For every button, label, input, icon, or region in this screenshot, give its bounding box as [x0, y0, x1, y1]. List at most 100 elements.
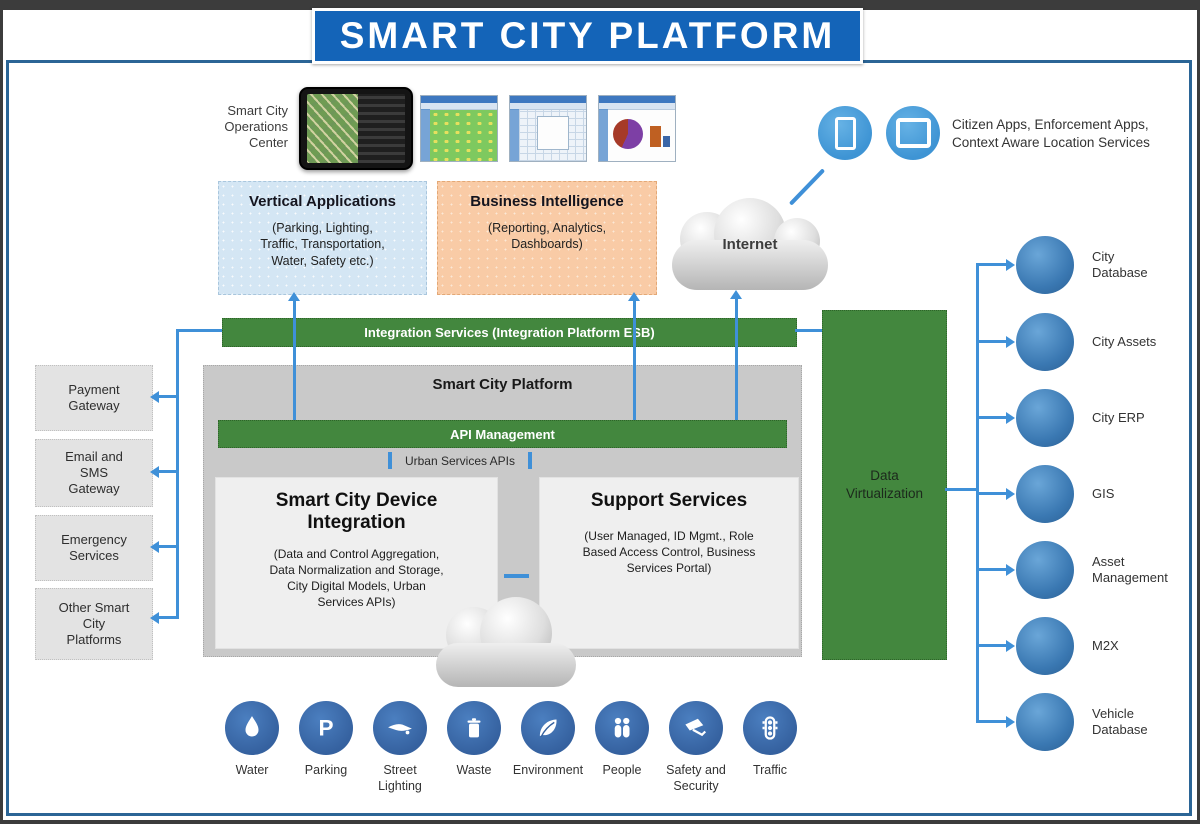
branch-line [158, 470, 179, 473]
dialog-panel [537, 116, 569, 150]
left-trunk-line [176, 329, 179, 619]
left-edge-strip [0, 0, 3, 824]
window-toolbar [421, 103, 497, 110]
internet-cloud: Internet [672, 196, 828, 292]
urban-services-apis-label: Urban Services APIs [404, 454, 516, 468]
bar-chart-graphic [650, 126, 661, 147]
bar-chart-graphic-2 [663, 136, 670, 147]
emergency-services-box: Emergency Services [35, 515, 153, 581]
screenshot-spreadsheet-app [509, 95, 587, 162]
gis-circle [1016, 465, 1074, 523]
cloud-base [436, 643, 576, 687]
arrowhead-left [150, 466, 159, 478]
charts-content [608, 110, 675, 161]
connector-bar-to-left-trunk [178, 329, 222, 332]
parking-label: Parking [304, 763, 348, 777]
traffic-light-icon [743, 701, 797, 755]
platform-cloud [432, 595, 580, 690]
operations-tablet-image [299, 87, 413, 170]
window-toolbar [510, 103, 586, 110]
branch-line [979, 340, 1008, 343]
branch-line [158, 616, 179, 619]
city-database-circle [1016, 236, 1074, 294]
cloud-base [672, 240, 828, 290]
window-sidebar [599, 109, 608, 161]
branch-line [158, 545, 179, 548]
vehicle-database-label: Vehicle Database [1092, 705, 1148, 737]
page-title-text: SMART CITY PLATFORM [339, 15, 836, 56]
branch-line [979, 568, 1008, 571]
support-services-title: Support Services [590, 490, 748, 511]
other-platforms-box: Other Smart City Platforms [35, 588, 153, 660]
window-sidebar [421, 109, 430, 161]
device-integration-body: (Data and Control Aggregation, Data Norm… [269, 546, 444, 610]
connector-business-intelligence [633, 296, 636, 420]
tablet-glyph [895, 118, 931, 148]
right-trunk-line [976, 263, 979, 723]
window-titlebar [510, 96, 586, 103]
city-assets-label: City Assets [1092, 333, 1157, 349]
support-services-body: (User Managed, ID Mgmt., Role Based Acce… [582, 528, 756, 576]
people-icon [595, 701, 649, 755]
arrowhead-right [1006, 564, 1015, 576]
spreadsheet-content [519, 110, 586, 161]
arrowhead-left [150, 391, 159, 403]
device-support-link [504, 574, 529, 578]
integration-services-label: Integration Services (Integration Platfo… [364, 325, 655, 340]
business-intelligence-title: Business Intelligence [470, 193, 624, 210]
arrowhead-right [1006, 259, 1015, 271]
arrowhead-right [1006, 640, 1015, 652]
city-erp-label: City ERP [1092, 409, 1145, 425]
city-erp-circle [1016, 389, 1074, 447]
window-titlebar [599, 96, 675, 103]
city-assets-circle [1016, 313, 1074, 371]
city-database-label: City Database [1092, 248, 1148, 280]
dv-to-trunk-connector [945, 488, 979, 491]
bottom-edge-strip [0, 820, 1200, 824]
tablet-icon [886, 106, 940, 160]
waste-label: Waste [456, 763, 492, 777]
urban-apis-tick-right [528, 452, 532, 469]
internet-label: Internet [722, 236, 778, 253]
data-virtualization-box: Data Virtualization [822, 310, 947, 660]
branch-line [979, 492, 1008, 495]
traffic-label: Traffic [752, 763, 788, 777]
right-edge-strip [1197, 0, 1200, 824]
branch-line [979, 263, 1008, 266]
water-drop-icon [225, 701, 279, 755]
tablet-screen [307, 94, 405, 163]
street-light-icon [373, 701, 427, 755]
arrowhead-right [1006, 716, 1015, 728]
arrowhead-left [150, 541, 159, 553]
platform-title: Smart City Platform [432, 376, 573, 393]
top-edge-strip [0, 0, 1200, 10]
window-sidebar [510, 109, 519, 161]
safety-security-label: Safety and Security [666, 763, 726, 794]
pie-chart-graphic [613, 119, 643, 149]
svg-text:P: P [318, 716, 333, 741]
arrowhead-left [150, 612, 159, 624]
urban-apis-tick-left [388, 452, 392, 469]
security-camera-icon [669, 701, 723, 755]
map-content [430, 110, 497, 161]
screenshot-analytics-app [598, 95, 676, 162]
m2x-label: M2X [1092, 637, 1119, 653]
branch-line [979, 644, 1008, 647]
arrowhead-right [1006, 488, 1015, 500]
tablet-map-view [307, 94, 359, 163]
support-services-box: Support Services (User Managed, ID Mgmt.… [539, 477, 799, 649]
water-label: Water [235, 763, 269, 777]
parking-icon: P [299, 701, 353, 755]
citizen-apps-label: Citizen Apps, Enforcement Apps, Context … [952, 117, 1150, 150]
window-titlebar [421, 96, 497, 103]
smartphone-icon [818, 106, 872, 160]
window-toolbar [599, 103, 675, 110]
business-intelligence-box: Business Intelligence (Reporting, Analyt… [437, 181, 657, 295]
asset-management-circle [1016, 541, 1074, 599]
email-sms-gateway-box: Email and SMS Gateway [35, 439, 153, 507]
asset-management-label: Asset Management [1092, 553, 1168, 585]
people-label: People [602, 763, 642, 777]
vertical-applications-body: (Parking, Lighting, Traffic, Transportat… [260, 221, 385, 268]
tablet-dashboard-view [358, 94, 405, 163]
